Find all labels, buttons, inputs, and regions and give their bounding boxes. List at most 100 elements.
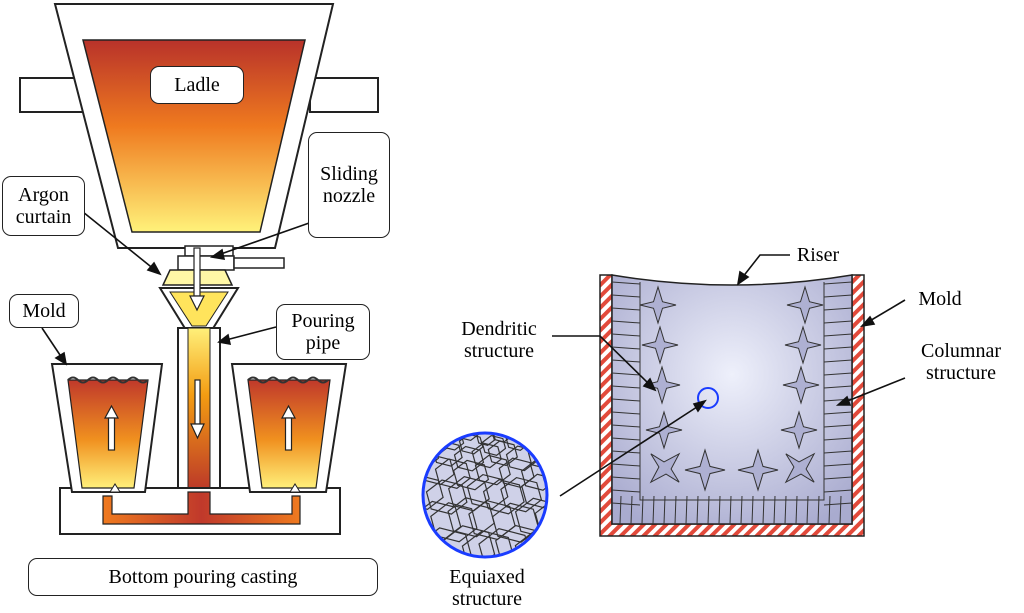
- columnar-grain-boundary: [795, 495, 798, 525]
- ladle-label: Ladle: [150, 66, 244, 104]
- columnar-grain-boundary: [611, 281, 641, 285]
- argon-curtain-label: Argon curtain: [2, 176, 85, 236]
- columnar-grain-boundary: [806, 495, 809, 525]
- gate-arrow-right: [289, 483, 301, 493]
- riser-label: Riser: [796, 244, 840, 266]
- columnar-grain-boundary: [823, 385, 853, 389]
- columnar-grain-boundary: [784, 495, 787, 525]
- equiaxed-grain: [534, 499, 547, 540]
- ingot-body: [611, 274, 853, 525]
- columnar-structure-label: Columnar structure: [921, 340, 1001, 384]
- columnar-grain-boundary: [817, 495, 820, 525]
- equiaxed-grain: [459, 433, 479, 442]
- columnar-grain-boundary: [611, 307, 641, 311]
- dendrite: [641, 325, 679, 365]
- columnar-grain-boundary: [652, 495, 655, 525]
- pouring-pipe-label: Pouring pipe: [276, 304, 370, 360]
- equiaxed-grain: [478, 528, 532, 557]
- sliding-nozzle-rod: [233, 257, 285, 269]
- columnar-grain-boundary: [823, 346, 853, 350]
- columnar-grain-boundary: [823, 320, 853, 324]
- down-arrow-nozzle: [189, 247, 205, 312]
- equiaxed-grain: [461, 530, 515, 557]
- columnar-grain-boundary: [611, 320, 641, 324]
- columnar-grain-boundary: [630, 495, 633, 525]
- equiaxed-grain: [447, 497, 495, 538]
- pouring-pipe-funnel-melt: [169, 291, 229, 327]
- columnar-grain-boundary: [823, 424, 853, 428]
- equiaxed-grain: [423, 474, 444, 510]
- equiaxed-grain: [500, 476, 543, 513]
- dendrite-crystals: [639, 285, 824, 492]
- dendrite: [784, 452, 816, 484]
- columnar-grain-boundary: [823, 307, 853, 311]
- columnar-grain-boundary: [619, 495, 622, 525]
- columnar-grain-boundary: [729, 495, 732, 525]
- magnified-region-marker: [697, 387, 719, 409]
- dendrite: [784, 325, 822, 365]
- columnar-grain-boundary: [823, 359, 853, 363]
- columnar-grain-boundary: [611, 372, 641, 376]
- columnar-grain-boundary: [740, 495, 743, 525]
- columnar-grain-boundary: [823, 411, 853, 415]
- columnar-grain-boundary: [611, 502, 641, 506]
- mold-right-surface: [247, 376, 329, 384]
- pouring-pipe-label-text: Pouring pipe: [291, 310, 355, 354]
- columnar-grain-boundary: [823, 502, 853, 506]
- columnar-grain-boundary: [823, 450, 853, 454]
- equiaxed-grain: [458, 433, 484, 455]
- columnar-grain-boundary: [823, 463, 853, 467]
- caption-box: Bottom pouring casting: [28, 558, 378, 596]
- dendrite: [639, 285, 677, 325]
- columnar-grain-boundary: [611, 463, 641, 467]
- equiaxed-grain: [491, 502, 540, 543]
- equiaxed-grain: [453, 445, 485, 472]
- columnar-grain-boundary: [611, 333, 641, 337]
- mold-label-left-text: Mold: [22, 300, 66, 322]
- equiaxed-grain: [423, 433, 435, 447]
- columnar-grain-boundary: [611, 385, 641, 389]
- columnar-grains: [611, 281, 853, 525]
- columnar-grain-boundary: [611, 489, 641, 493]
- columnar-grain-boundary: [839, 495, 842, 525]
- equiaxed-grain: [481, 434, 507, 456]
- columnar-grain-boundary: [823, 372, 853, 376]
- columnar-grain-boundary: [611, 294, 641, 298]
- equiaxed-grain: [434, 458, 471, 489]
- equiaxed-grain: [476, 433, 496, 446]
- columnar-grain-boundary: [611, 437, 641, 441]
- gate-arrow-left: [109, 483, 121, 493]
- columnar-grain-boundary: [823, 489, 853, 493]
- equiaxed-magnifier-circle: [421, 431, 549, 559]
- equiaxed-grain: [487, 440, 518, 467]
- columnar-grain-boundary: [773, 495, 776, 525]
- argon-curtain-label-text: Argon curtain: [15, 184, 72, 228]
- equiaxed-grain: [466, 473, 509, 510]
- caption-text: Bottom pouring casting: [108, 566, 298, 588]
- dendrite: [737, 448, 779, 492]
- columnar-grain-boundary: [641, 495, 644, 525]
- columnar-grain-boundary: [823, 476, 853, 480]
- columnar-grain-boundary: [823, 333, 853, 337]
- mold-label-left: Mold: [9, 294, 79, 328]
- equiaxed-structure-label: Equiaxed structure: [449, 566, 525, 610]
- ladle-support-beam-right: [309, 77, 379, 113]
- columnar-grain-boundary: [611, 450, 641, 454]
- dendrite: [780, 410, 818, 450]
- equiaxed-grain: [471, 442, 502, 469]
- ladle-melt: [82, 39, 306, 233]
- dendrite: [782, 365, 820, 405]
- equiaxed-grain: [526, 433, 547, 454]
- dendrite: [645, 410, 683, 450]
- columnar-front: [639, 282, 825, 501]
- columnar-grain-boundary: [611, 476, 641, 480]
- columnar-grain-boundary: [823, 281, 853, 285]
- left-leader-lines: [41, 211, 313, 366]
- right-leader-lines: [552, 254, 906, 497]
- equiaxed-grain: [511, 433, 531, 441]
- mold-label-right: Mold: [918, 288, 962, 310]
- columnar-grain-boundary: [663, 495, 666, 525]
- dendritic-structure-label: Dendritic structure: [461, 318, 537, 362]
- columnar-grain-boundary: [696, 495, 699, 525]
- columnar-grain-boundary: [707, 495, 710, 525]
